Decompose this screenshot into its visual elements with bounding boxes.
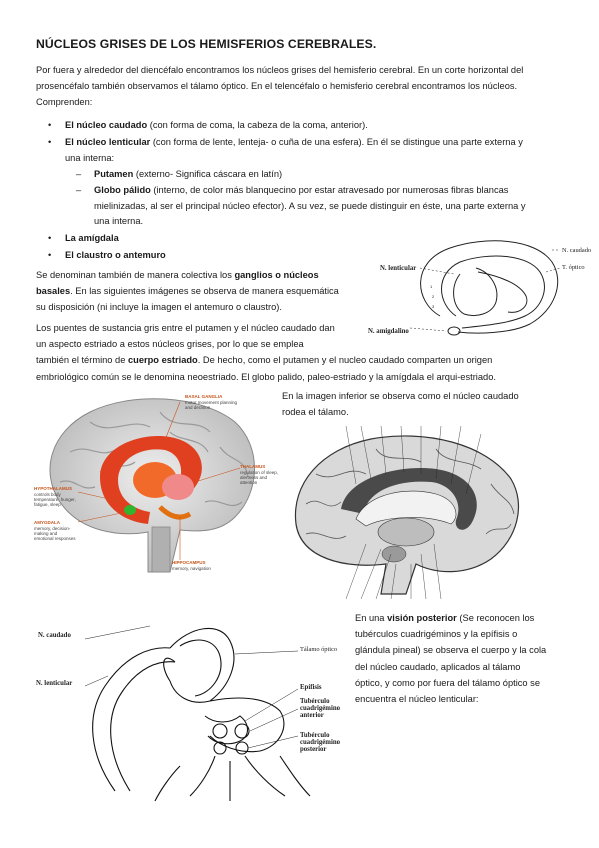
posterior-view-schematic: N. caudado N. lenticular Tálamo óptico E… [30,606,350,806]
label-tuberculo-anterior: Tubérculo cuadrigémino anterior [300,698,341,719]
label-amygdala: AMYGDALA [34,520,60,525]
label-talamo-optico: Tálamo óptico [300,646,338,653]
bullet-icon: • [48,120,52,130]
label-amigdalino: N. amigdalino [368,328,409,335]
list-item-caudado: • El núcleo caudado (con forma de coma, … [48,118,368,134]
note-thalamus: regulation of sleep, alertness and atten… [240,470,279,485]
note-hypothalamus: controls body temperature, hunger, fatig… [34,492,76,507]
bullet-icon: • [48,233,52,243]
note-hippocampus: memory, navigation [172,566,211,571]
list-item-globo: – Globo pálido (interno, de color más bl… [76,185,526,227]
posterior-paragraph: En una visión posterior (Se reconocen lo… [355,613,547,705]
label-lenticular: N. lenticular [380,265,417,272]
page-title: NÚCLEOS GRISES DE LOS HEMISFERIOS CEREBR… [36,37,377,51]
note-amygdala: memory, decision-making and emotional re… [34,526,76,541]
label-epifisis: Epífisis [300,684,322,691]
dash-icon: – [76,169,82,179]
list-item-amigdala: • La amígdala [48,231,119,247]
label-caudado-posterior: N. caudado [38,632,71,639]
estriado-paragraph: Los puentes de sustancia gris entre el p… [36,323,496,382]
list-item-claustro: • El claustro o antemuro [48,248,166,264]
label-lenticular-posterior: N. lenticular [36,680,73,687]
dash-icon: – [76,185,82,195]
label-hippocampus: HIPPOCAMPUS [172,560,206,565]
intro-paragraph: Por fuera y alrededor del diencéfalo enc… [36,65,524,108]
basal-nuclei-schematic: 1 2 3 N. caudado T. óptico N. lenticular N… [360,232,592,342]
basales-paragraph: Se denominan también de manera colectiva… [36,270,339,313]
inferior-paragraph: En la imagen inferior se observa como el… [282,391,519,418]
label-basal-ganglia: BASAL GANGLIA [185,394,223,399]
label-hypothalamus: HYPOTHALAMUS [34,486,72,491]
svg-text:3: 3 [432,304,435,309]
bullet-icon: • [48,137,52,147]
brain-section-engraving [286,424,526,604]
label-talamo: T. óptico [562,264,585,271]
svg-text:2: 2 [432,294,435,299]
label-tuberculo-posterior: Tubérculo cuadrigémino posterior [300,732,341,753]
list-item-putamen: – Putamen (externo- Significa cáscara en… [76,167,282,183]
label-caudado: N. caudado [562,247,592,254]
bullet-icon: • [48,250,52,260]
label-thalamus: THALAMUS [240,464,266,469]
list-item-lenticular: • El núcleo lenticular (con forma de len… [48,137,523,163]
svg-text:1: 1 [430,284,433,289]
brain-ganglia-illustration: BASAL GANGLIA motor movement planning an… [30,392,280,582]
note-basal-ganglia: motor movement planning and decision [185,400,238,410]
